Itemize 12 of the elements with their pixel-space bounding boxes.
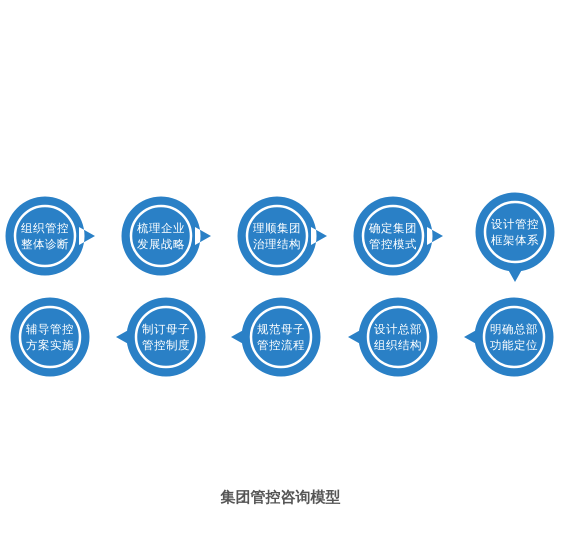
step-label: 设计管控框架体系: [490, 216, 540, 248]
step-circle: [10, 297, 90, 377]
step-label: 理顺集团治理结构: [252, 220, 302, 252]
step-label: 明确总部功能定位: [489, 321, 539, 353]
step-label: 辅导管控方案实施: [25, 321, 75, 353]
step-label: 组织管控整体诊断: [20, 220, 70, 252]
step-label: 制订母子管控制度: [141, 321, 191, 353]
step-label: 设计总部组织结构: [373, 321, 423, 353]
caption: 集团管控咨询模型: [220, 488, 340, 506]
step-label: 梳理企业发展战略: [136, 220, 186, 252]
step-label: 规范母子管控流程: [256, 321, 306, 353]
step-label: 确定集团管控模式: [368, 220, 418, 252]
